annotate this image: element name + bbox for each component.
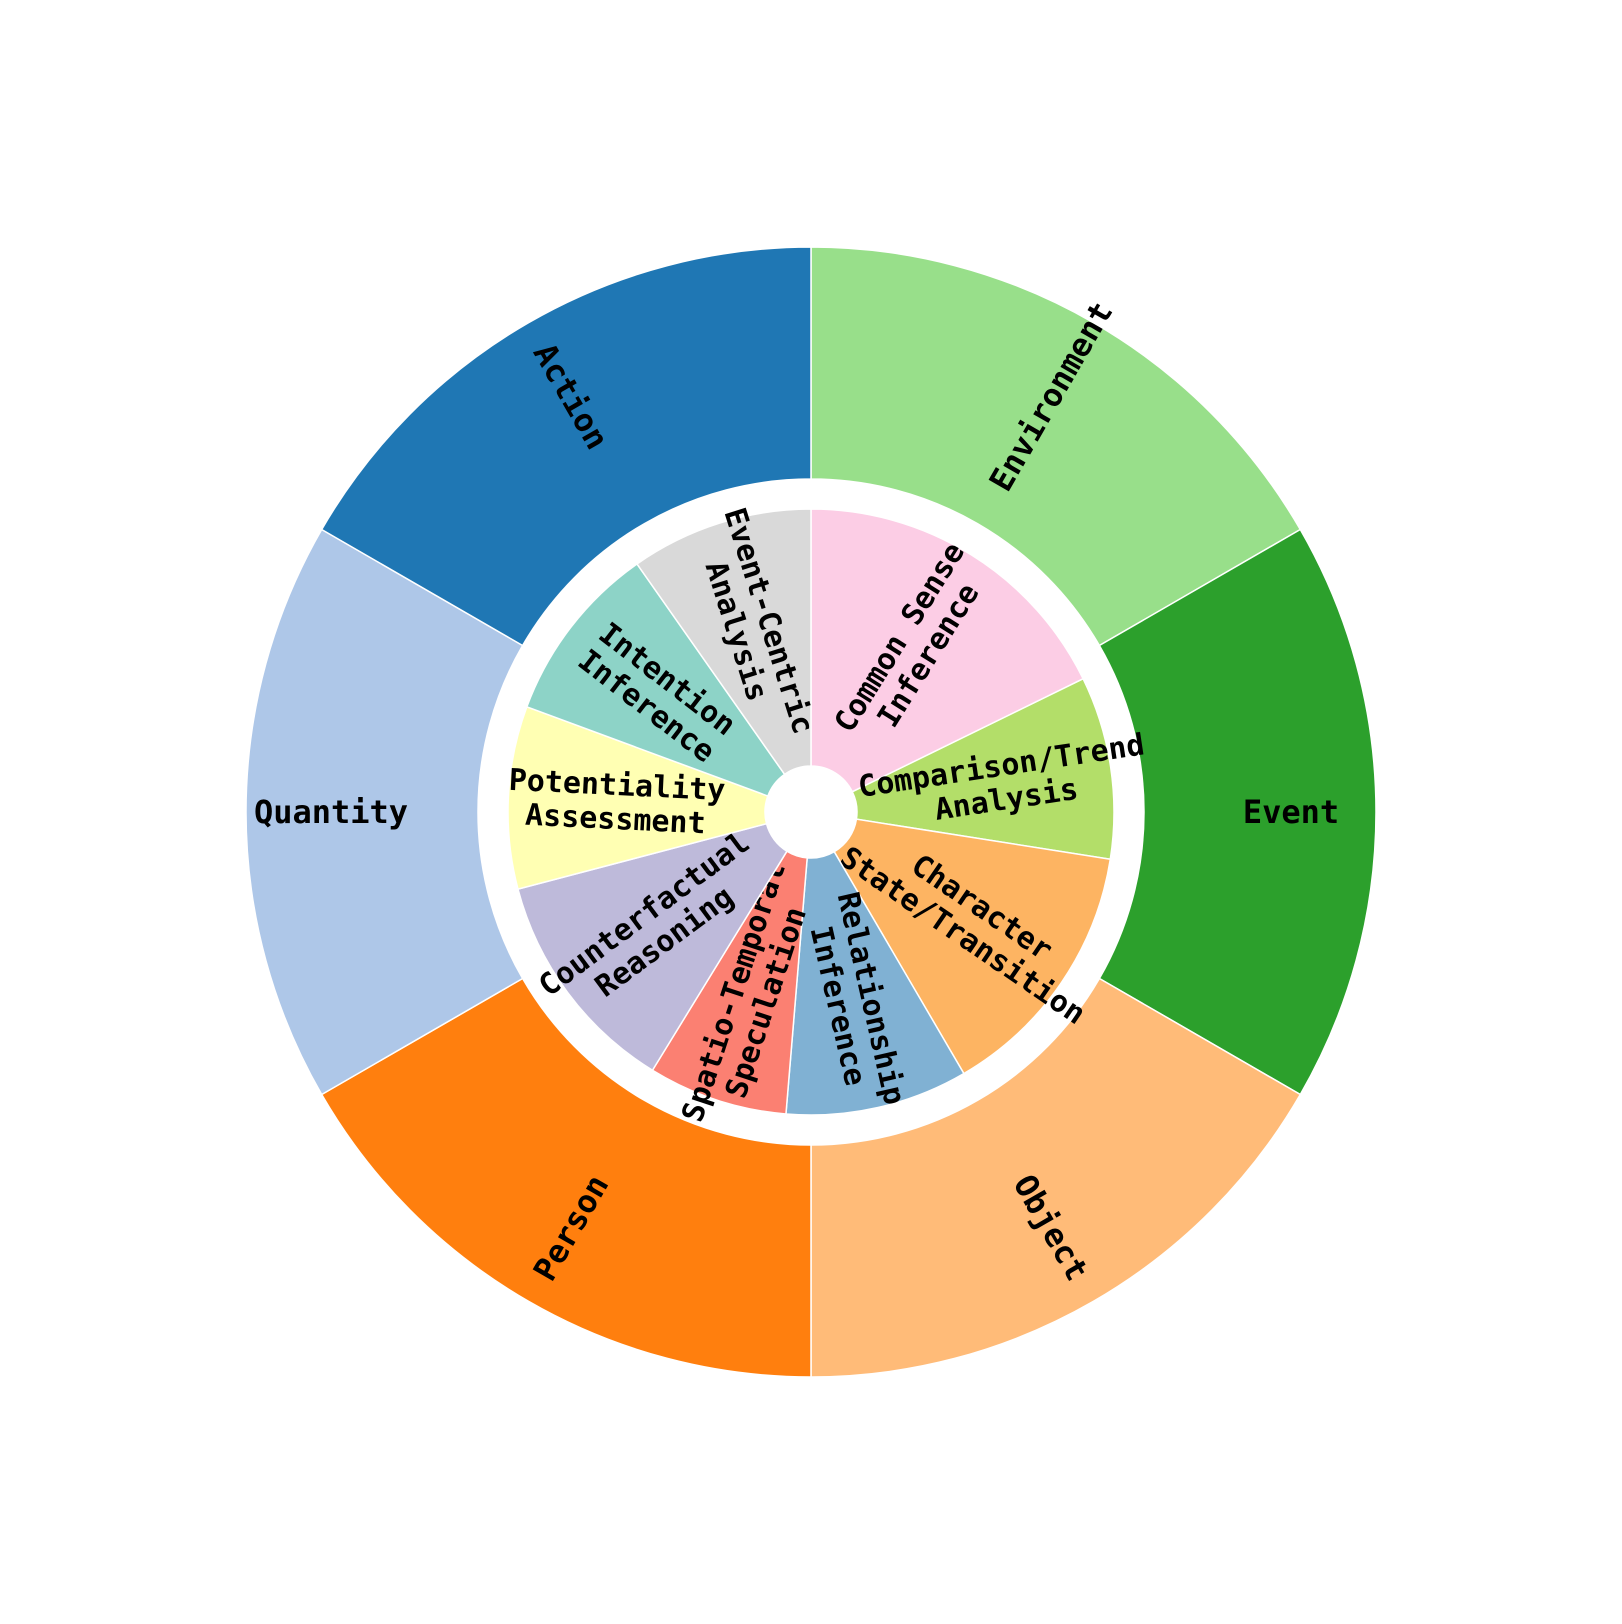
- inner-label-potentiality-assessment: PotentialityAssessment: [506, 763, 726, 842]
- outer-slice-action: [320, 246, 812, 647]
- outer-slice-object: [810, 977, 1302, 1378]
- inner-slice-common-sense-inference: [810, 508, 1085, 793]
- outer-slice-environment: [810, 246, 1302, 647]
- outer-slice-event: [1098, 528, 1377, 1096]
- outer-label-event: Event: [1243, 793, 1339, 831]
- inner-slice-comparison-trend-analysis: [851, 677, 1115, 861]
- inner-slice-relationship-inference: [785, 850, 965, 1116]
- inner-ring: Common SenseInferenceComparison/TrendAna…: [506, 504, 1147, 1126]
- inner-slice-potentiality-assessment: [507, 705, 769, 891]
- outer-label-quantity: Quantity: [254, 793, 408, 831]
- outer-slice-quantity: [245, 528, 524, 1096]
- inner-slice-character-state-transition: [833, 818, 1112, 1075]
- outer-slice-person: [320, 977, 812, 1378]
- inner-slice-event-centric-analysis: [635, 508, 812, 776]
- inner-slice-intention-inference: [525, 562, 786, 797]
- inner-slice-spatio-temporal-speculation: [651, 850, 809, 1115]
- inner-slice-counterfactual-reasoning: [517, 822, 788, 1072]
- outer-ring: EnvironmentEventObjectPersonQuantityActi…: [245, 246, 1377, 1378]
